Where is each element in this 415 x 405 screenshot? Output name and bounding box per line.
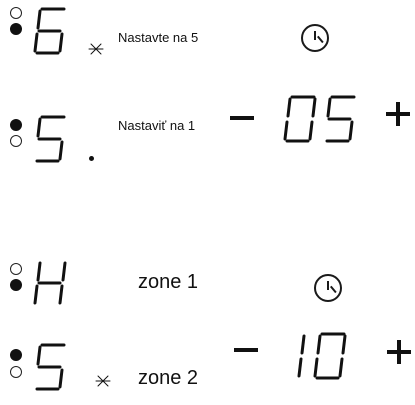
power-level-digit-5 [35, 343, 66, 391]
row-label: Nastaviť na 1 [118, 118, 196, 133]
minus-icon [230, 116, 254, 120]
zone-bottom-indicator [10, 135, 22, 147]
zone-top-indicator [10, 263, 22, 275]
clock-icon[interactable] [301, 24, 329, 52]
power-level-digit-6 [33, 7, 66, 55]
plus-button[interactable] [385, 101, 411, 127]
zone-label: zone 2 [138, 367, 199, 389]
zone-top-indicator [10, 119, 22, 131]
zone-bottom-indicator [10, 279, 22, 291]
timer-digit-5 [325, 95, 356, 143]
blink-star-icon [95, 375, 111, 387]
zone-label: zone 1 [138, 271, 199, 293]
row-label: Nastavte na 5 [118, 30, 199, 45]
zone-bottom-indicator [10, 366, 22, 378]
minus-icon [234, 348, 258, 352]
timer-digit-0 [283, 95, 317, 143]
minus-button[interactable] [233, 343, 259, 357]
zone-top-indicator [10, 7, 22, 19]
timer-digit-1 [297, 334, 306, 378]
blink-star-icon [88, 43, 104, 55]
clock-icon[interactable] [314, 274, 342, 302]
timer-digit-0 [313, 332, 347, 380]
power-level-digit-5 [35, 115, 66, 163]
minus-button[interactable] [229, 111, 255, 125]
zone-bottom-indicator [10, 23, 22, 35]
zone-top-indicator [10, 349, 22, 361]
plus-button[interactable] [386, 339, 412, 365]
decimal-dot [89, 156, 94, 161]
power-level-digit-H [33, 261, 67, 305]
